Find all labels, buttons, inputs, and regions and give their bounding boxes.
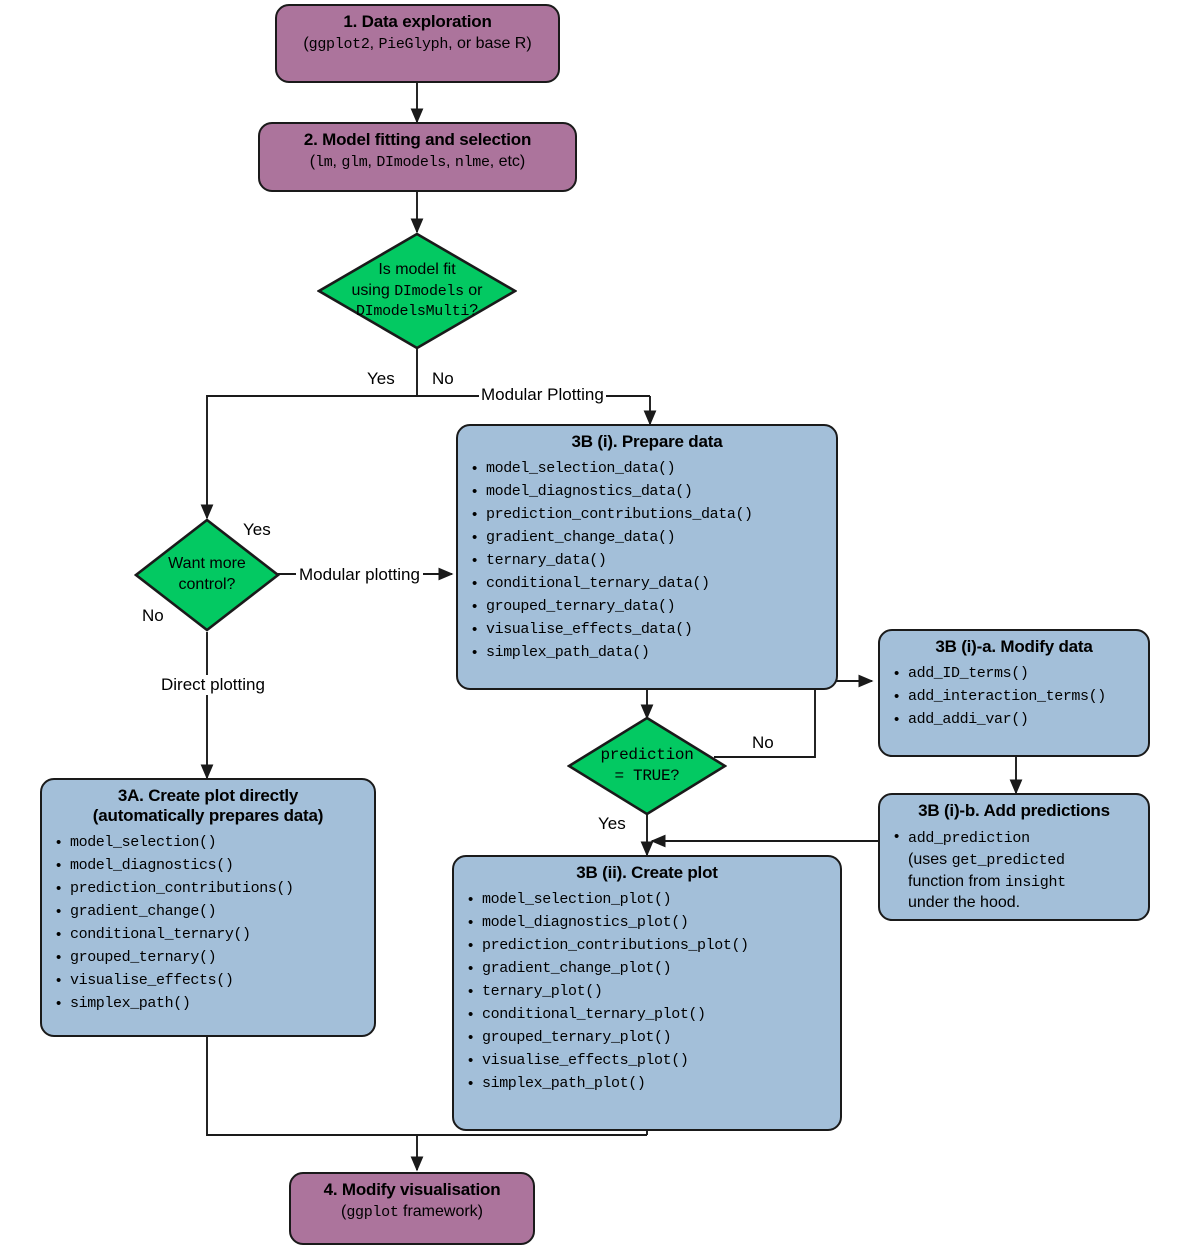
list-item: model_selection() [56, 832, 364, 855]
list-item: prediction_contributions_data() [472, 504, 826, 527]
node-model-fitting[interactable]: 2. Model fitting and selection (lm, glm,… [258, 122, 577, 192]
list-item: add_addi_var() [894, 709, 1138, 732]
edge-label-no-dimodels: No [432, 369, 454, 388]
node-create-plot[interactable]: 3B (ii). Create plot model_selection_plo… [452, 855, 842, 1131]
pkg-ggplot: ggplot [346, 1204, 399, 1222]
list-item: conditional_ternary() [56, 924, 364, 947]
under-the-hood-text: under the hood. [908, 894, 1021, 912]
list-item: simplex_path_data() [472, 642, 826, 665]
create-plot-function-list: model_selection_plot() model_diagnostics… [464, 889, 830, 1095]
list-item: conditional_ternary_data() [472, 573, 826, 596]
paren-open: ( [341, 1203, 347, 1221]
sep-2: , [367, 153, 377, 171]
decision-prediction-true[interactable]: prediction = TRUE? [567, 716, 727, 816]
list-item: gradient_change_plot() [468, 958, 830, 981]
list-item: add_ID_terms() [894, 663, 1138, 686]
node-data-exploration-subtitle: (ggplot2, PieGlyph, or base R) [287, 34, 548, 54]
paren-open: ( [309, 153, 316, 171]
node-add-predictions[interactable]: 3B (i)-b. Add predictions add_prediction… [878, 793, 1150, 921]
node-model-fitting-title: 2. Model fitting and selection [303, 130, 532, 149]
sep-1: , [332, 153, 342, 171]
list-item: add_interaction_terms() [894, 686, 1138, 709]
modify-data-function-list: add_ID_terms() add_interaction_terms() a… [890, 663, 1138, 732]
node-prepare-data[interactable]: 3B (i). Prepare data model_selection_dat… [456, 424, 838, 690]
list-item: grouped_ternary() [56, 947, 364, 970]
node-prepare-data-title: 3B (i). Prepare data [571, 432, 723, 451]
node-create-plot-direct[interactable]: 3A. Create plot directly (automatically … [40, 778, 376, 1037]
diamond-shape [567, 716, 727, 816]
node-add-predictions-title: 3B (i)-b. Add predictions [918, 801, 1110, 820]
edge-label-modular-plotting-lower: Modular plotting [296, 565, 423, 585]
edge-prediction-no-to-modify [714, 674, 874, 758]
list-item: ternary_data() [472, 550, 826, 573]
list-item: simplex_path() [56, 993, 364, 1016]
list-item: simplex_path_plot() [468, 1073, 830, 1096]
pkg-nlme: nlme [454, 154, 490, 172]
list-item: grouped_ternary_data() [472, 596, 826, 619]
pkg-ggplot2: ggplot2 [308, 36, 370, 54]
list-item: visualise_effects() [56, 970, 364, 993]
edge-label-yes-dimodels: Yes [367, 369, 395, 388]
pkg-insight: insight [1004, 873, 1066, 891]
title-line-1: 3A. Create plot directly [117, 786, 299, 805]
uses-text: (uses [908, 850, 952, 868]
prepare-data-function-list: model_selection_data() model_diagnostics… [468, 458, 826, 664]
sep-3: , [445, 153, 455, 171]
paren-close: , etc) [489, 153, 526, 171]
node-data-exploration[interactable]: 1. Data exploration (ggplot2, PieGlyph, … [275, 4, 560, 83]
node-modify-visualisation[interactable]: 4. Modify visualisation (ggplot framewor… [289, 1172, 535, 1245]
node-model-fitting-subtitle: (lm, glm, DImodels, nlme, etc) [270, 152, 565, 172]
pkg-pieglyph: PieGlyph [378, 36, 449, 54]
edge-yes-to-control [206, 395, 417, 510]
list-item: ternary_plot() [468, 981, 830, 1004]
list-item: gradient_change_data() [472, 527, 826, 550]
node-create-plot-title: 3B (ii). Create plot [576, 863, 718, 882]
pkg-lm: lm [315, 154, 333, 172]
diamond-shape [317, 232, 517, 350]
create-plot-direct-function-list: model_selection() model_diagnostics() pr… [52, 832, 364, 1016]
list-item: visualise_effects_data() [472, 619, 826, 642]
add-predictions-list: add_prediction (uses get_predicted funct… [890, 827, 1138, 914]
list-item: prediction_contributions_plot() [468, 935, 830, 958]
list-item: model_selection_data() [472, 458, 826, 481]
list-item: conditional_ternary_plot() [468, 1004, 830, 1027]
paren-close: framework) [398, 1203, 483, 1221]
list-item: model_diagnostics_plot() [468, 912, 830, 935]
list-item: visualise_effects_plot() [468, 1050, 830, 1073]
diamond-shape [134, 518, 280, 632]
fn-add-prediction: add_prediction [908, 830, 1030, 848]
node-data-exploration-title: 1. Data exploration [343, 12, 492, 31]
function-from-text: function from [908, 872, 1005, 890]
edge-label-direct-plotting: Direct plotting [158, 675, 268, 695]
node-modify-visualisation-title: 4. Modify visualisation [323, 1180, 501, 1199]
list-item: add_prediction (uses get_predicted funct… [894, 827, 1138, 914]
sep-1: , [369, 35, 379, 53]
node-modify-visualisation-subtitle: (ggplot framework) [301, 1202, 523, 1222]
pkg-glm: glm [341, 154, 368, 172]
node-modify-data-title: 3B (i)-a. Modify data [935, 637, 1093, 656]
list-item: model_diagnostics_data() [472, 481, 826, 504]
decision-is-model-fit-dimodels[interactable]: Is model fit using DImodels or DImodelsM… [317, 232, 517, 350]
list-item: model_selection_plot() [468, 889, 830, 912]
edge-label-no-prediction: No [752, 733, 774, 752]
edge-3a-to-merge [206, 1037, 417, 1136]
list-item: gradient_change() [56, 901, 364, 924]
list-item: grouped_ternary_plot() [468, 1027, 830, 1050]
edge-label-modular-plotting-upper: Modular Plotting [479, 385, 606, 405]
edge-label-yes-control: Yes [243, 520, 271, 539]
node-modify-data[interactable]: 3B (i)-a. Modify data add_ID_terms() add… [878, 629, 1150, 757]
edge-label-no-control: No [142, 606, 164, 625]
paren-close: , or base R) [448, 35, 532, 53]
list-item: prediction_contributions() [56, 878, 364, 901]
fn-get-predicted: get_predicted [951, 851, 1065, 869]
edge-label-yes-prediction: Yes [598, 814, 626, 833]
list-item: model_diagnostics() [56, 855, 364, 878]
node-create-plot-direct-title: 3A. Create plot directly (automatically … [52, 786, 364, 826]
pkg-dimodels: DImodels [376, 154, 446, 172]
paren-open: ( [303, 35, 309, 53]
title-line-2: (automatically prepares data) [92, 806, 324, 826]
